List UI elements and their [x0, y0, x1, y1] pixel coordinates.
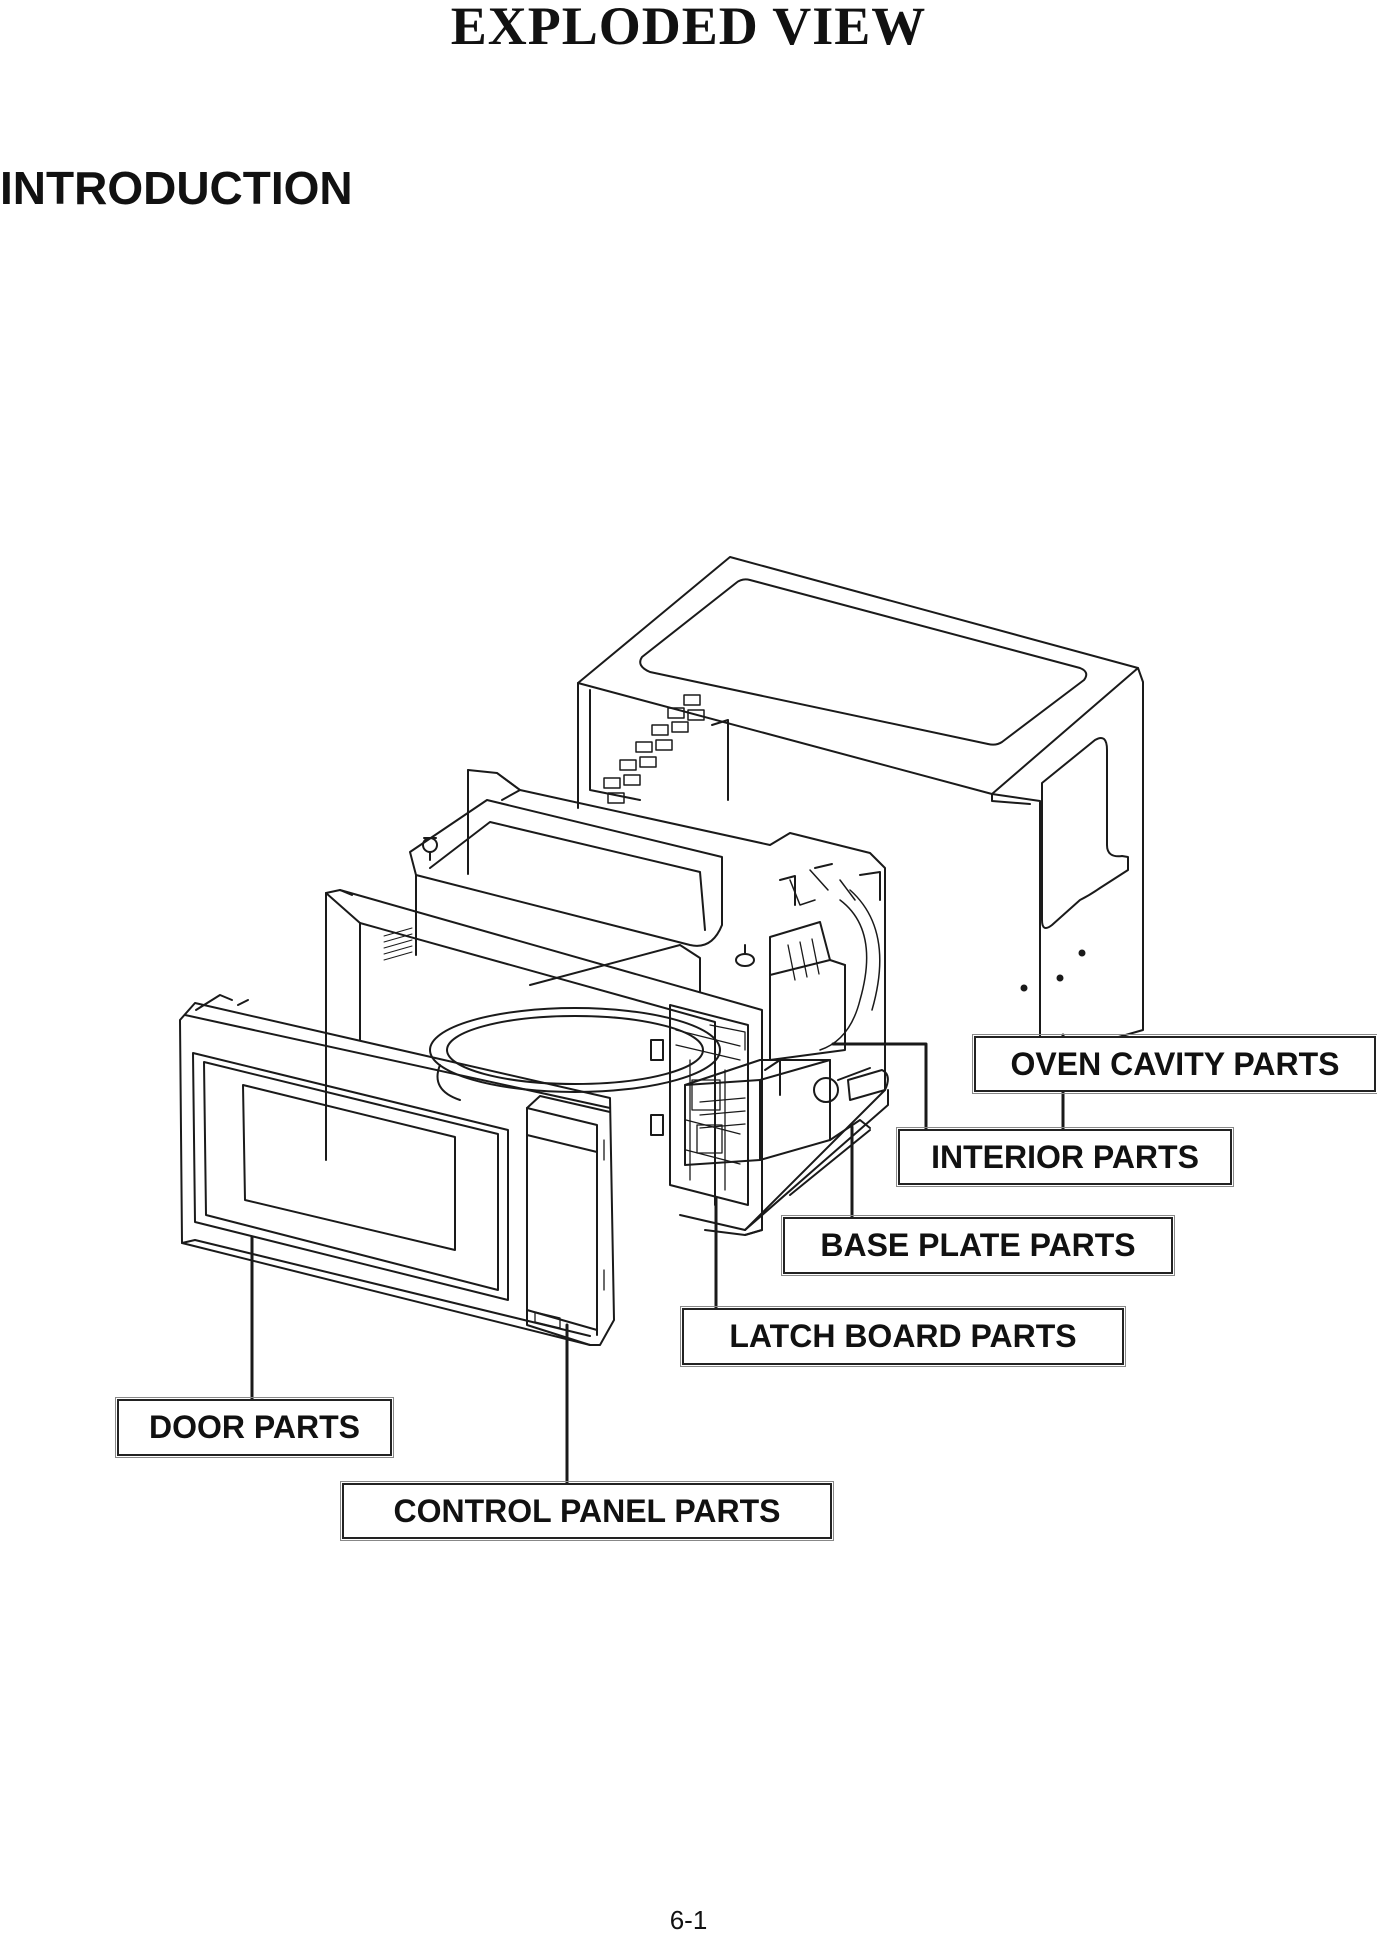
transformer-illustration	[684, 1059, 831, 1166]
callout-latch-board-parts: LATCH BOARD PARTS	[680, 1306, 1126, 1367]
page-number: 6-1	[669, 1905, 708, 1935]
section-title: INTRODUCTION	[0, 162, 353, 214]
callout-interior-parts: INTERIOR PARTS	[896, 1127, 1234, 1187]
callout-oven-cavity-parts: OVEN CAVITY PARTS	[972, 1034, 1377, 1094]
callout-control-panel-parts: CONTROL PANEL PARTS	[340, 1481, 834, 1541]
front-plate-illustration	[325, 889, 781, 1236]
outer-cabinet-illustration	[577, 556, 1144, 1061]
cavity-chassis-illustration	[383, 769, 889, 1231]
control-panel-illustration	[526, 1095, 611, 1346]
callout-base-plate-parts: BASE PLATE PARTS	[781, 1215, 1175, 1276]
leader-interior	[831, 1042, 928, 1132]
callout-door-parts: DOOR PARTS	[115, 1397, 394, 1458]
magnetron-illustration	[735, 921, 846, 1061]
latch-board-illustration	[669, 1004, 749, 1206]
page-title: EXPLODED VIEW	[450, 0, 927, 56]
door-illustration	[179, 994, 615, 1346]
